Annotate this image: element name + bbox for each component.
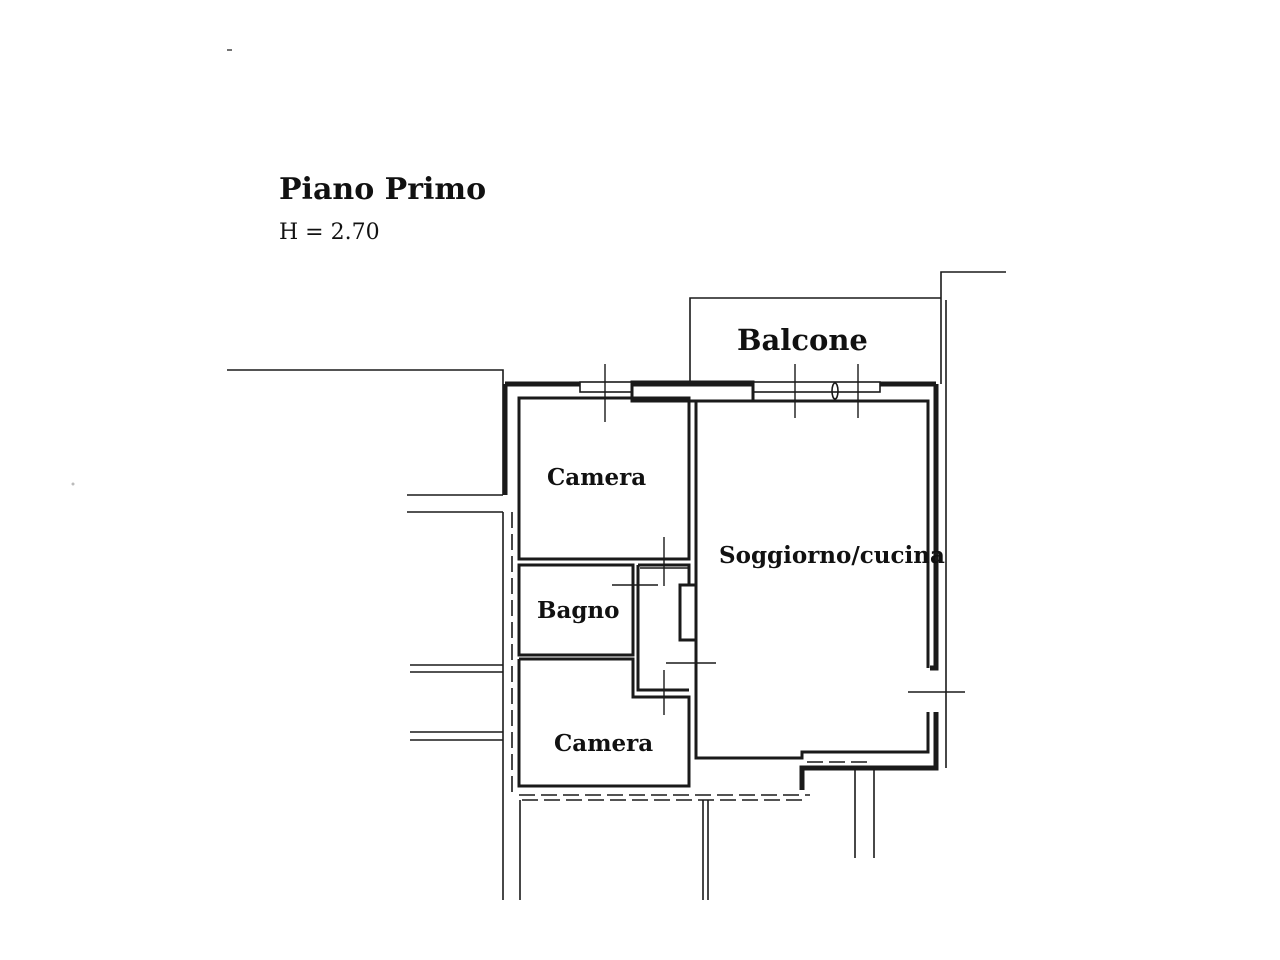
interior-walls [517, 396, 930, 788]
room-label-camera-top: Camera [547, 464, 647, 491]
exterior-walls [502, 381, 939, 790]
balcony-outline [689, 297, 941, 384]
floor-title: Piano Primo [279, 172, 487, 207]
neighbor-outlines [227, 271, 1006, 900]
door-markers [604, 364, 965, 715]
room-label-balcone: Balcone [737, 323, 868, 357]
windows [579, 380, 881, 403]
room-label-bagno: Bagno [537, 597, 620, 624]
scan-speck [71, 482, 75, 486]
room-label-camera-bottom: Camera [554, 730, 654, 757]
room-label-soggiorno: Soggiorno/cucina [719, 542, 945, 569]
cladding-dashed [511, 512, 870, 801]
ceiling-height-label: H = 2.70 [279, 220, 380, 245]
